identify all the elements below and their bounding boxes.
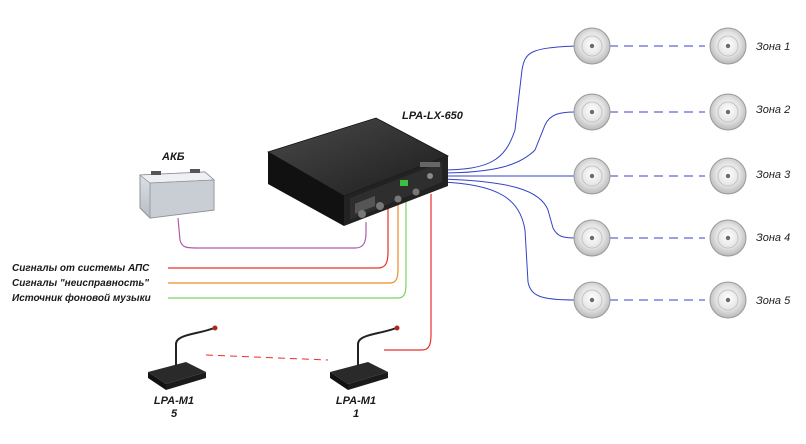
zone-wire-4 — [439, 178, 576, 239]
signal-label-music: Источник фоновой музыки — [12, 292, 151, 304]
battery-label: АКБ — [161, 151, 185, 163]
amplifier-device — [267, 117, 449, 226]
zone-wire-1 — [439, 45, 576, 171]
speaker-zone5-2 — [709, 281, 747, 319]
microphone-1 — [330, 325, 400, 390]
zone-label-1: Зона 1 — [756, 41, 790, 53]
zone-wires — [439, 45, 576, 301]
microphone-5 — [148, 325, 218, 390]
battery-device — [138, 169, 215, 219]
battery-wire — [177, 217, 367, 249]
signal-wire-fault — [168, 198, 399, 284]
speaker-zone3-2 — [709, 157, 747, 195]
microphone-1-model: LPA-M1 — [336, 395, 376, 407]
zone-wire-2 — [439, 111, 576, 174]
speaker-zone1-2 — [709, 27, 747, 65]
signal-wire-aps — [168, 200, 389, 269]
microphone-5-model: LPA-M1 — [154, 395, 194, 407]
microphone-1-number: 1 — [353, 408, 359, 420]
zone-label-4: Зона 4 — [756, 232, 790, 244]
signal-label-fault: Сигналы "неисправность" — [12, 278, 149, 289]
speaker-zone4-2 — [709, 219, 747, 257]
speaker-zone2-1 — [573, 93, 611, 131]
zone-wire-5 — [439, 181, 576, 301]
speaker-zone2-2 — [709, 93, 747, 131]
zone-label-5: Зона 5 — [756, 295, 791, 307]
zone-label-2: Зона 2 — [756, 104, 790, 116]
microphone-bus-wire — [384, 194, 432, 351]
zone-links — [609, 45, 705, 301]
speakers — [573, 27, 747, 319]
amplifier-label: LPA-LX-650 — [402, 110, 464, 122]
signal-wire-music — [168, 194, 407, 299]
speaker-zone4-1 — [573, 219, 611, 257]
speaker-zone1-1 — [573, 27, 611, 65]
speaker-zone5-1 — [573, 281, 611, 319]
zone-label-3: Зона 3 — [756, 169, 791, 181]
signal-label-aps: Сигналы от системы АПС — [12, 263, 150, 274]
microphone-5-number: 5 — [171, 408, 178, 420]
microphone-chain-link — [205, 354, 329, 361]
speaker-zone3-1 — [573, 157, 611, 195]
